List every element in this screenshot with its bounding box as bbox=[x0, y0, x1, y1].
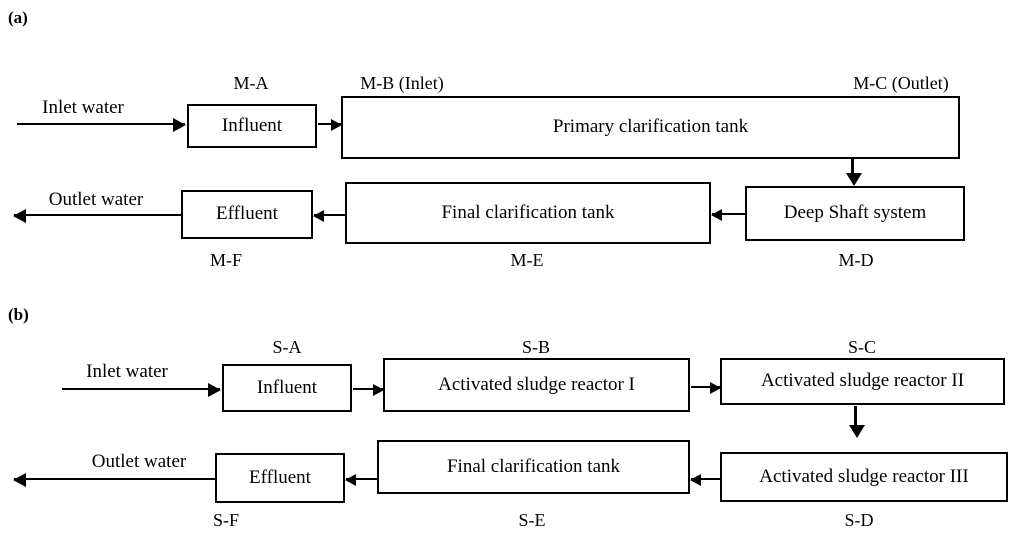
box-deep-shaft-system-a[interactable]: Deep Shaft system bbox=[745, 186, 965, 241]
outlet-water-label-b: Outlet water bbox=[91, 451, 187, 472]
panel-label-a: (a) bbox=[8, 8, 28, 27]
panel-label-b: (b) bbox=[8, 305, 29, 324]
box-influent-a[interactable]: Influent bbox=[187, 104, 317, 148]
tag-s-e: S-E bbox=[518, 510, 546, 530]
arrow-inlet-to-influent-b bbox=[62, 383, 221, 397]
arrow-effluent-to-outlet-a bbox=[13, 209, 181, 223]
box-effluent-a[interactable]: Effluent bbox=[181, 190, 313, 239]
tag-s-d: S-D bbox=[844, 510, 874, 530]
tag-s-a: S-A bbox=[272, 337, 302, 357]
arrow-reactor3-to-final-b bbox=[690, 474, 720, 486]
tag-m-e: M-E bbox=[510, 250, 544, 270]
arrow-effluent-to-outlet-b bbox=[13, 473, 215, 487]
tag-m-d: M-D bbox=[838, 250, 874, 270]
arrow-influent-to-primary-a bbox=[318, 119, 342, 131]
outlet-water-label-a: Outlet water bbox=[48, 189, 144, 210]
box-effluent-b[interactable]: Effluent bbox=[215, 453, 345, 503]
tag-s-b: S-B bbox=[521, 337, 551, 357]
tag-m-b-inlet: M-B (Inlet) bbox=[360, 73, 444, 93]
tag-m-a: M-A bbox=[233, 73, 269, 93]
arrow-inlet-to-influent-a bbox=[17, 118, 186, 132]
arrow-reactor1-to-reactor2-b bbox=[691, 382, 721, 394]
arrow-final-to-effluent-a bbox=[313, 210, 345, 222]
inlet-water-label-a: Inlet water bbox=[42, 97, 124, 118]
box-final-clarification-tank-b[interactable]: Final clarification tank bbox=[377, 440, 690, 494]
arrow-influent-to-reactor1-b bbox=[353, 384, 384, 396]
box-final-clarification-tank-a[interactable]: Final clarification tank bbox=[345, 182, 711, 244]
box-activated-sludge-reactor-1-b[interactable]: Activated sludge reactor I bbox=[383, 358, 690, 412]
box-activated-sludge-reactor-3-b[interactable]: Activated sludge reactor III bbox=[720, 452, 1008, 502]
box-primary-clarification-tank-a[interactable]: Primary clarification tank bbox=[341, 96, 960, 159]
tag-s-f: S-F bbox=[212, 510, 240, 530]
tag-m-c-outlet: M-C (Outlet) bbox=[853, 73, 949, 93]
tag-s-c: S-C bbox=[847, 337, 877, 357]
box-activated-sludge-reactor-2-b[interactable]: Activated sludge reactor II bbox=[720, 358, 1005, 405]
arrow-deepshaft-to-final-a bbox=[711, 209, 746, 221]
box-influent-b[interactable]: Influent bbox=[222, 364, 352, 412]
inlet-water-label-b: Inlet water bbox=[86, 361, 168, 382]
arrow-reactor2-to-reactor3-b bbox=[848, 406, 865, 438]
arrow-primary-to-deepshaft-a bbox=[845, 159, 862, 186]
arrow-final-to-effluent-b bbox=[345, 474, 377, 486]
tag-m-f: M-F bbox=[209, 250, 243, 270]
